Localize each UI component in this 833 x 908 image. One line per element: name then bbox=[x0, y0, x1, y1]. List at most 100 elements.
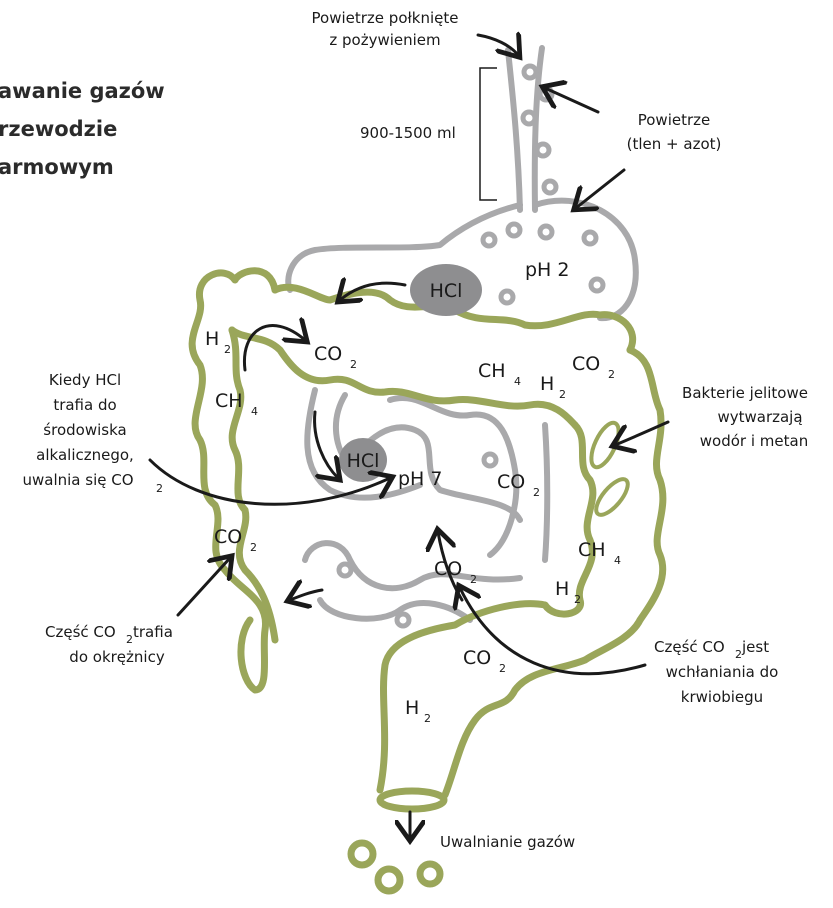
svg-text:alkalicznego,: alkalicznego, bbox=[36, 446, 134, 464]
svg-text:CO: CO bbox=[572, 353, 600, 375]
intestine-hcl-label: HCl bbox=[347, 450, 380, 472]
gas-bubble bbox=[351, 843, 373, 865]
label-release: Uwalnianie gazów bbox=[440, 833, 575, 851]
svg-text:2: 2 bbox=[574, 593, 581, 606]
stomach-hcl-label: HCl bbox=[430, 280, 463, 302]
svg-text:H: H bbox=[555, 578, 569, 600]
svg-text:Powietrze połknięte: Powietrze połknięte bbox=[312, 9, 459, 27]
arrow-air-lower bbox=[576, 170, 624, 208]
formula-h2-top: H2 bbox=[205, 328, 231, 356]
diagram-title: awanie gazów rzewodzie armowym bbox=[0, 79, 165, 179]
title-line-3: armowym bbox=[0, 155, 114, 179]
bubble bbox=[484, 454, 496, 466]
formula-co2-center: CO2 bbox=[434, 558, 477, 586]
svg-text:Część CO: Część CO bbox=[654, 638, 725, 656]
formula-h2-sigmoid: H2 bbox=[405, 697, 431, 725]
arrow-co2-colon bbox=[178, 558, 230, 615]
svg-text:trafia do: trafia do bbox=[53, 396, 116, 414]
svg-text:trafia: trafia bbox=[133, 623, 173, 641]
bubble bbox=[508, 224, 520, 236]
bubble bbox=[544, 181, 556, 193]
bubble bbox=[397, 614, 409, 626]
svg-text:wodór i metan: wodór i metan bbox=[700, 432, 808, 450]
label-swallowed-air: Powietrze połknięte z pożywieniem bbox=[312, 9, 459, 49]
arrow-co2-left bbox=[290, 590, 322, 600]
svg-text:2: 2 bbox=[156, 482, 163, 495]
stomach-ph: pH 2 bbox=[525, 259, 569, 281]
label-air: Powietrze (tlen + azot) bbox=[627, 111, 722, 153]
svg-text:2: 2 bbox=[533, 486, 540, 499]
svg-text:Kiedy HCl: Kiedy HCl bbox=[49, 371, 121, 389]
svg-text:do okrężnicy: do okrężnicy bbox=[69, 648, 165, 666]
svg-text:Powietrze: Powietrze bbox=[638, 111, 711, 129]
svg-text:H: H bbox=[405, 697, 419, 719]
svg-text:CO: CO bbox=[463, 647, 491, 669]
svg-text:2: 2 bbox=[608, 368, 615, 381]
small-intestine-coil-5 bbox=[320, 600, 470, 620]
bubble bbox=[537, 144, 549, 156]
svg-text:2: 2 bbox=[735, 648, 742, 661]
svg-text:Bakterie jelitowe: Bakterie jelitowe bbox=[682, 384, 808, 402]
svg-text:CO: CO bbox=[214, 526, 242, 548]
svg-text:CH: CH bbox=[578, 539, 606, 561]
bubble bbox=[523, 112, 535, 124]
gas-bubble bbox=[378, 869, 400, 891]
svg-text:2: 2 bbox=[126, 633, 133, 646]
volume-label: 900-1500 ml bbox=[360, 124, 456, 142]
svg-text:2: 2 bbox=[224, 343, 231, 356]
formula-co2-ascending: CO 2 bbox=[214, 526, 257, 554]
svg-text:środowiska: środowiska bbox=[43, 421, 126, 439]
svg-text:2: 2 bbox=[250, 541, 257, 554]
bubble bbox=[483, 234, 495, 246]
small-intestine-coil-6 bbox=[545, 425, 547, 560]
formula-co2-top: CO 2 bbox=[314, 343, 357, 371]
gas-bubble bbox=[420, 864, 440, 884]
svg-text:uwalnia się CO: uwalnia się CO bbox=[22, 471, 133, 489]
label-bacteria: Bakterie jelitowe wytwarzają wodór i met… bbox=[682, 384, 808, 450]
esophagus-left-wall bbox=[508, 50, 520, 210]
svg-text:4: 4 bbox=[614, 554, 621, 567]
stomach-hcl: HCl bbox=[410, 264, 482, 316]
svg-text:4: 4 bbox=[251, 405, 258, 418]
svg-text:2: 2 bbox=[424, 712, 431, 725]
svg-text:(tlen + azot): (tlen + azot) bbox=[627, 135, 722, 153]
svg-text:z pożywieniem: z pożywieniem bbox=[329, 31, 440, 49]
svg-text:krwiobiegu: krwiobiegu bbox=[681, 688, 763, 706]
arrow-air-upper bbox=[545, 88, 598, 112]
svg-text:2: 2 bbox=[350, 358, 357, 371]
air-bubbles bbox=[339, 66, 603, 626]
svg-text:Część CO: Część CO bbox=[45, 623, 116, 641]
title-line-2: rzewodzie bbox=[0, 117, 117, 141]
svg-text:CH: CH bbox=[215, 390, 243, 412]
bubble bbox=[501, 291, 513, 303]
arrow-swallowed-air bbox=[478, 35, 518, 55]
svg-text:CO: CO bbox=[314, 343, 342, 365]
formula-ch4-transverse: CH 4 bbox=[478, 360, 521, 388]
svg-text:H: H bbox=[540, 373, 554, 395]
label-co2-absorbed: Część CO 2 jest wchłaniania do krwiobieg… bbox=[654, 638, 778, 706]
colon-transverse-bottom bbox=[232, 330, 575, 425]
svg-text:wchłaniania do: wchłaniania do bbox=[666, 663, 779, 681]
svg-text:CO: CO bbox=[497, 471, 525, 493]
title-line-1: awanie gazów bbox=[0, 79, 165, 103]
bubble bbox=[540, 226, 552, 238]
rectum-opening bbox=[380, 791, 444, 809]
svg-text:2: 2 bbox=[499, 662, 506, 675]
bubble bbox=[524, 66, 536, 78]
label-hcl-alkaline: Kiedy HCl trafia do środowiska alkaliczn… bbox=[22, 371, 163, 495]
svg-text:2: 2 bbox=[470, 573, 477, 586]
bacterium-icon bbox=[591, 474, 633, 519]
svg-text:4: 4 bbox=[514, 375, 521, 388]
formula-co2-sigmoid: CO 2 bbox=[463, 647, 506, 675]
bubble bbox=[591, 279, 603, 291]
svg-text:jest: jest bbox=[741, 638, 769, 656]
colon-sigmoid-right bbox=[445, 660, 585, 795]
label-co2-colon: Część CO 2 trafia do okrężnicy bbox=[45, 623, 173, 666]
formula-h2-transverse: H2 bbox=[540, 373, 566, 401]
bubble bbox=[584, 232, 596, 244]
svg-text:CH: CH bbox=[478, 360, 506, 382]
svg-text:H: H bbox=[205, 328, 219, 350]
svg-text:wytwarzają: wytwarzają bbox=[717, 408, 802, 426]
intestine-ph: pH 7 bbox=[398, 468, 442, 490]
